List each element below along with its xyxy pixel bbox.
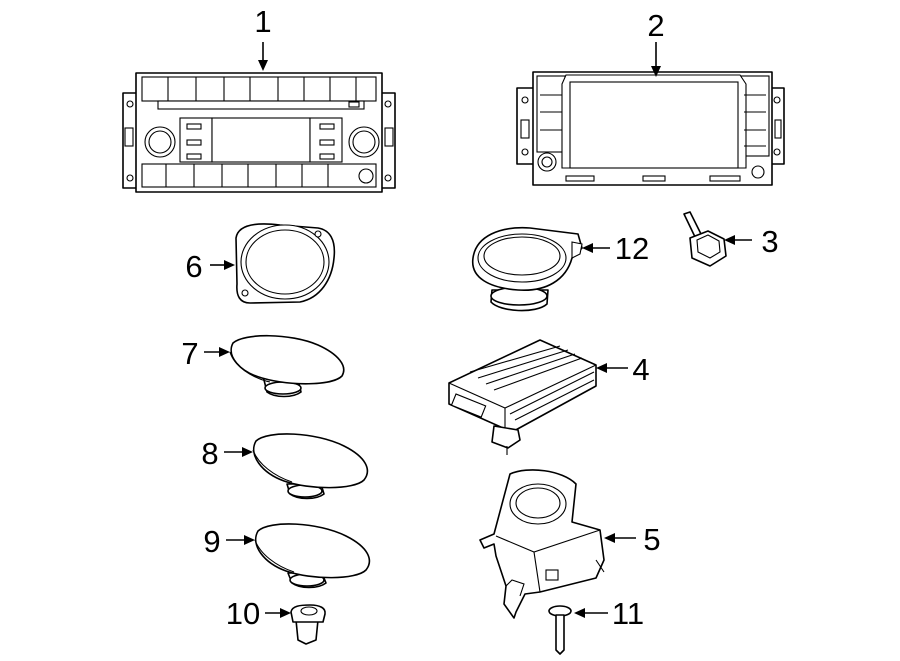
callout-12: 12 bbox=[615, 231, 649, 266]
callout-7: 7 bbox=[181, 336, 198, 371]
part-9-oval-speaker bbox=[254, 523, 371, 589]
callout-8: 8 bbox=[201, 436, 218, 471]
callout-9: 9 bbox=[203, 524, 220, 559]
callout-arrows bbox=[204, 42, 752, 618]
callout-10: 10 bbox=[226, 596, 260, 631]
part-5-subwoofer bbox=[479, 469, 605, 619]
part-11-screw bbox=[548, 605, 572, 655]
callout-4: 4 bbox=[632, 352, 649, 387]
part-6-speaker bbox=[235, 223, 336, 304]
part-2-navigation-unit bbox=[516, 71, 785, 186]
part-3-bolt bbox=[683, 211, 727, 267]
callout-1: 1 bbox=[254, 4, 271, 39]
callout-6: 6 bbox=[185, 249, 202, 284]
part-8-oval-speaker bbox=[252, 433, 369, 500]
part-4-amplifier bbox=[448, 339, 597, 455]
callout-5: 5 bbox=[643, 522, 660, 557]
part-1-radio bbox=[122, 72, 396, 193]
callout-3: 3 bbox=[761, 224, 778, 259]
callout-2: 2 bbox=[647, 8, 664, 43]
callout-11: 11 bbox=[612, 596, 644, 631]
part-12-speaker bbox=[472, 226, 583, 312]
part-7-oval-speaker bbox=[229, 334, 345, 398]
part-10-clip bbox=[290, 604, 326, 645]
